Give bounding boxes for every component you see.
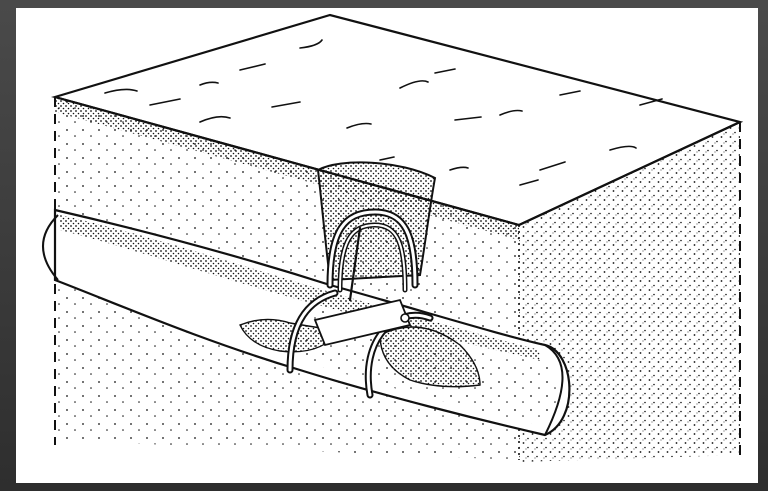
excavation-hole (316, 161, 437, 282)
illustration-canvas (16, 8, 758, 483)
loose-soil (239, 318, 481, 388)
mole-trap-illustration (42, 13, 744, 462)
soil-side-face (518, 121, 741, 462)
trap (286, 208, 434, 399)
